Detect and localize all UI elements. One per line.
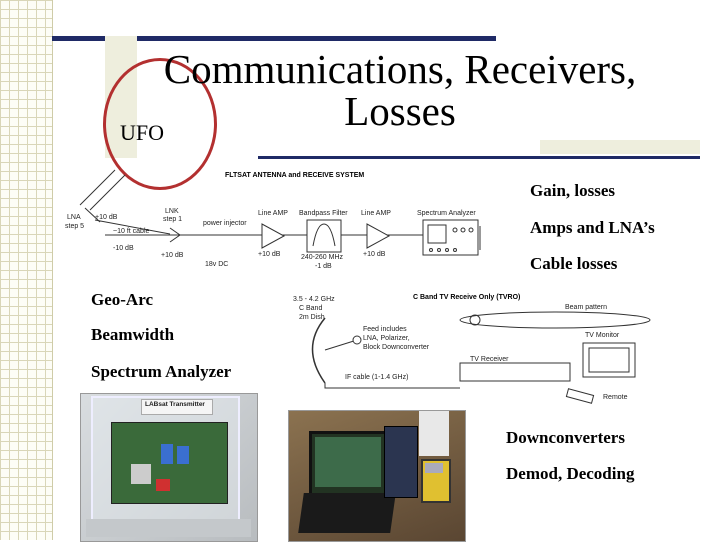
lna-label: LNA [67,214,81,221]
antenna-receive-diagram: FLTSAT ANTENNA and RECEIVE SYSTEM [55,160,495,275]
ufo-circle [103,58,217,190]
tvro-feed-3: Block Downconverter [363,344,430,351]
power-injector-label: power injector [203,220,247,227]
tv-receiver-icon [459,362,571,382]
bandpass-filter-icon [306,219,342,253]
tvro-diagram: C Band TV Receive Only (TVRO) 3.5 - 4.2 … [285,288,690,408]
beam-pattern-icon [459,311,651,329]
tvro-feed-1: Feed includes [363,326,407,333]
bullet-gain-losses: Gain, losses [530,181,616,200]
bullet-demod-decoding: Demod, Decoding [506,464,635,483]
tvro-cable: IF cable (1-1.4 GHz) [345,374,409,381]
tvro-dish-size: 2m Dish [299,314,325,321]
bandpass-label: Bandpass Filter [299,210,348,217]
component-block-1 [161,444,173,464]
line-amp-1-gain: +10 dB [258,251,281,258]
laptop-keyboard [298,493,396,533]
component-block-3 [131,464,151,484]
base-plate [86,519,251,537]
lna-gain: +10 dB [95,214,118,221]
labsat-label: LABsat Transmitter [145,401,205,408]
line-amp-2-icon [366,223,391,249]
line-amp-2-gain: +10 dB [363,251,386,258]
tvro-band: C Band [299,305,323,312]
bullet-spectrum-analyzer: Spectrum Analyzer [91,362,232,381]
bullet-downconverters: Downconverters [506,428,625,447]
antenna-icon [79,169,171,235]
antenna-schematic [79,169,481,256]
top-accent-bar [52,36,496,41]
component-block-2 [177,446,189,464]
tvro-tv-monitor: TV Monitor [585,332,620,339]
multimeter-display [425,463,443,473]
remote-icon [565,388,595,404]
decorative-checkered-strip [0,0,53,540]
loss-label: -10 dB [113,245,134,252]
component-red [156,479,170,491]
tvro-receiver: TV Receiver [470,356,509,363]
tvro-freq: 3.5 - 4.2 GHz [293,296,335,303]
bullet-cable-losses: Cable losses [530,254,618,273]
spectrum-analyzer-label: Spectrum Analyzer [417,210,476,217]
labsat-nameplate [141,399,213,415]
bullet-amps-lna: Amps and LNA’s [530,218,655,237]
bandpass-loss: -1 dB [315,263,332,270]
tvro-beam-pattern: Beam pattern [565,304,608,311]
ufo-label: UFO [120,120,165,145]
divider-line [258,156,700,159]
bullet-geo-arc: Geo-Arc [91,290,153,309]
device-box [384,426,418,498]
voltage-label: 18v DC [205,261,229,268]
right-accent-block [540,140,700,154]
line-amp-1-label: Line AMP [258,210,288,217]
cable-label: ~10 ft cable [113,228,150,235]
step5-label: step 5 [65,223,85,230]
slide-title: Communications, Receivers, Losses [163,46,637,134]
step1-label: step 1 [163,216,183,223]
lnk-label: LNK [165,208,179,215]
line-amp-2-label: Line AMP [361,210,391,217]
tvro-schematic [311,311,651,404]
bandpass-freq: 240-260 MHz [301,254,344,261]
tvro-diagram-title: C Band TV Receive Only (TVRO) [413,294,521,301]
dish-icon [311,317,326,384]
laptop-lab-photo [288,410,466,542]
laptop-screen-display [315,437,381,487]
speaker [419,411,449,456]
tvro-feed-2: LNA, Polarizer, [363,335,410,342]
line-amp-1-icon [261,223,286,249]
bullet-beamwidth: Beamwidth [91,325,175,344]
injector-gain-label: +10 dB [161,252,184,259]
labsat-transmitter-photo: LABsat Transmitter [80,393,258,542]
tvro-remote: Remote [603,394,628,401]
antenna-diagram-title: FLTSAT ANTENNA and RECEIVE SYSTEM [225,172,365,179]
